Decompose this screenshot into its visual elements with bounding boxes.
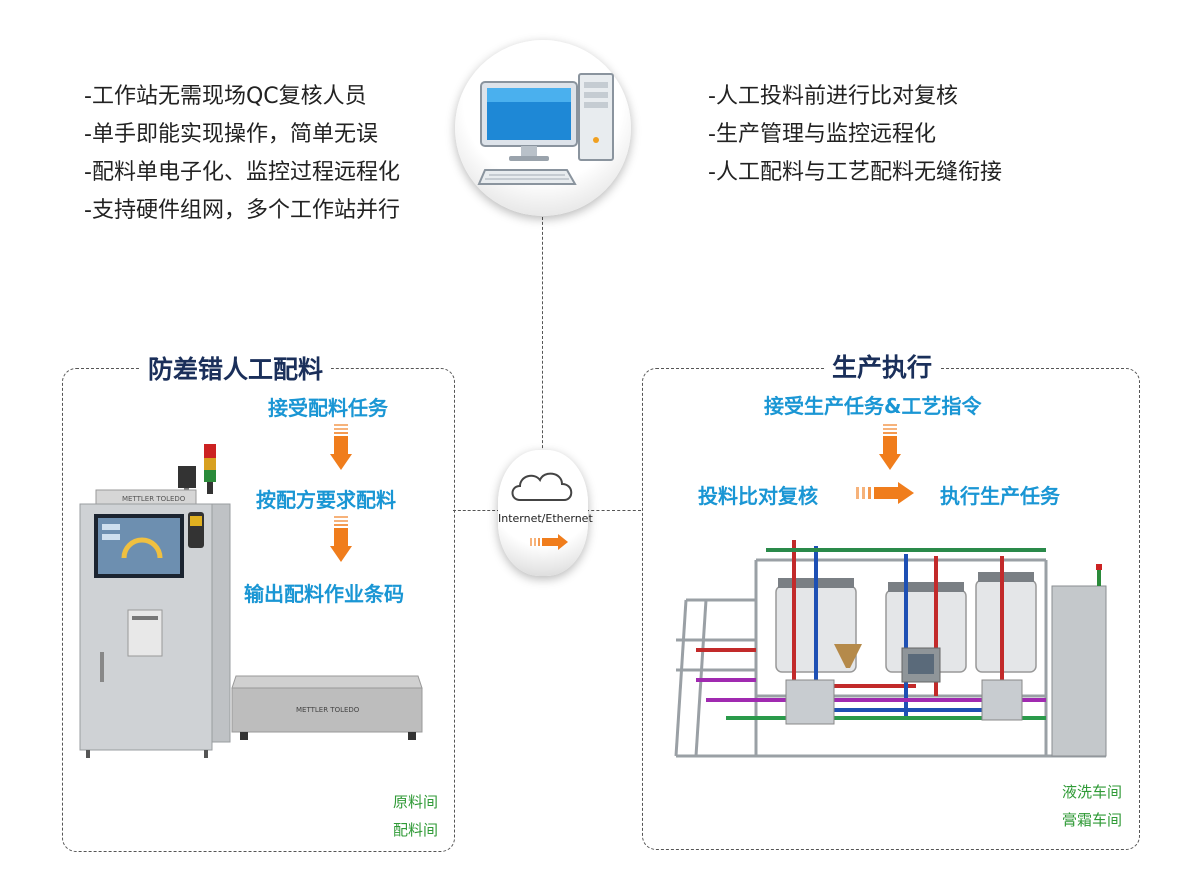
computer-icon — [477, 73, 614, 185]
batching-workstation-image: METTLER TOLEDO METTLER TOLEDO — [79, 444, 423, 758]
scale-brand: METTLER TOLEDO — [296, 706, 360, 714]
feature-item: -配料单电子化、监控过程远程化 — [84, 160, 400, 185]
step-output-barcode: 输出配料作业条码 — [244, 582, 404, 606]
room-label: 膏霜车间 — [1061, 811, 1122, 829]
room-labels-right: 液洗车间 膏霜车间 — [1040, 778, 1122, 834]
connector-right — [586, 510, 641, 511]
feature-item: -工作站无需现场QC复核人员 — [84, 84, 367, 109]
feature-item: -单手即能实现操作，简单无误 — [84, 122, 378, 147]
step-receive-task: 接受配料任务 — [268, 396, 388, 420]
network-node: Internet/Ethernet — [498, 450, 593, 576]
network-label: Internet/Ethernet — [498, 512, 593, 525]
room-label: 液洗车间 — [1061, 783, 1122, 801]
panel-title-right: 生产执行 — [824, 348, 941, 384]
step-feed-check: 投料比对复核 — [698, 484, 818, 508]
feature-item: -生产管理与监控远程化 — [708, 122, 936, 147]
arrow-right-icon — [530, 534, 568, 550]
feature-item: -人工配料与工艺配料无缝衔接 — [708, 160, 1002, 185]
arrow-down-icon — [879, 424, 901, 470]
step-receive-production: 接受生产任务&工艺指令 — [764, 394, 982, 418]
step-execute-production: 执行生产任务 — [940, 484, 1060, 508]
feature-item: -支持硬件组网，多个工作站并行 — [84, 198, 400, 223]
device-brand: METTLER TOLEDO — [122, 495, 186, 503]
arrow-right-icon — [856, 482, 914, 504]
connector-vertical — [542, 212, 543, 458]
feature-list-right: -人工投料前进行比对复核 -生产管理与监控远程化 -人工配料与工艺配料无缝衔接 — [708, 78, 1002, 192]
production-plant-image — [674, 540, 1107, 758]
computer-node — [455, 40, 631, 216]
room-label: 配料间 — [392, 821, 438, 839]
step-batch-by-recipe: 按配方要求配料 — [256, 488, 396, 512]
room-labels-left: 原料间 配料间 — [362, 788, 438, 844]
panel-title-left: 防差错人工配料 — [140, 350, 332, 386]
room-label: 原料间 — [392, 793, 438, 811]
arrow-down-icon — [330, 424, 352, 470]
cloud-icon — [511, 472, 573, 501]
connector-left — [453, 510, 500, 511]
feature-item: -人工投料前进行比对复核 — [708, 84, 958, 109]
arrow-down-icon — [330, 516, 352, 562]
feature-list-left: -工作站无需现场QC复核人员 -单手即能实现操作，简单无误 -配料单电子化、监控… — [84, 78, 400, 230]
